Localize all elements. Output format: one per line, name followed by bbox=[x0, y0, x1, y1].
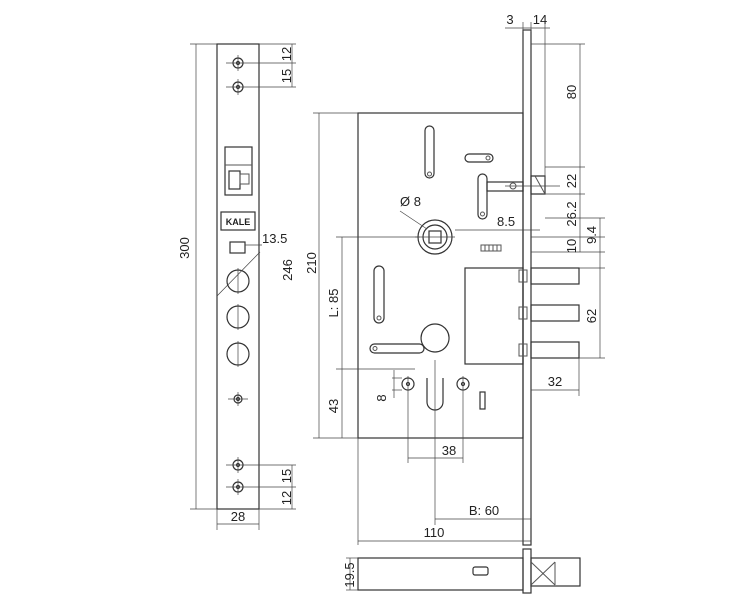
dim-case-height: 210 bbox=[304, 252, 319, 274]
faceplate-outline bbox=[216, 43, 260, 510]
dim-faceplate-length: 300 bbox=[177, 237, 192, 259]
small-slot-right bbox=[479, 391, 486, 410]
cylinder-screw-hole-right bbox=[456, 376, 470, 463]
bottom-small-slot bbox=[472, 566, 489, 576]
faceplate-screw-hole-top-2 bbox=[226, 79, 250, 95]
faceplate-screw-hole-top-1 bbox=[226, 55, 250, 71]
faceplate-dimensions: 300 246 12 15 15 12 28 13.5 bbox=[177, 43, 296, 530]
bottom-case-outline bbox=[357, 557, 524, 591]
dim-bolt-span: 62 bbox=[584, 309, 599, 323]
dim-latch-height: 26.2 bbox=[564, 201, 579, 226]
cylinder-cutout bbox=[420, 323, 450, 525]
dim-hole-span: 246 bbox=[280, 259, 295, 281]
lower-horizontal-slot bbox=[369, 343, 425, 354]
faceplate-latch-opening bbox=[224, 146, 253, 196]
dim-latch-offset: 13.5 bbox=[262, 231, 287, 246]
dim-faceplate-width: 28 bbox=[231, 509, 245, 524]
latch-lever-slot bbox=[477, 173, 488, 220]
lock-body-dimensions: 210 L: 85 43 8 38 B: 60 110 Ø 8 8.5 bbox=[304, 12, 605, 545]
dim-top-hole-2: 15 bbox=[279, 69, 294, 83]
faceplate-small-window bbox=[229, 241, 246, 254]
dim-spindle-diameter: Ø 8 bbox=[400, 194, 421, 209]
dim-backset: B: 60 bbox=[469, 503, 499, 518]
lock-case-outline bbox=[357, 112, 524, 439]
cylinder-screw-hole-left bbox=[401, 376, 415, 463]
lock-body bbox=[357, 29, 580, 546]
dim-spindle-to-cylinder: L: 85 bbox=[326, 289, 341, 318]
faceplate: KALE bbox=[216, 43, 260, 510]
dim-bolt-throw: 32 bbox=[548, 374, 562, 389]
dim-spindle-offset: 8.5 bbox=[497, 214, 515, 229]
spring-indicator bbox=[480, 244, 502, 252]
dim-top-to-latch: 80 bbox=[564, 85, 579, 99]
bolt-pin-1 bbox=[530, 267, 580, 285]
small-horizontal-slot bbox=[464, 153, 494, 163]
bottom-front-plate bbox=[522, 548, 532, 594]
bolt-carrier bbox=[464, 267, 524, 365]
top-slot bbox=[424, 125, 435, 179]
dim-case-width: 110 bbox=[424, 525, 445, 540]
bolt-pin-3 bbox=[530, 341, 580, 359]
deadbolt-stack bbox=[464, 267, 580, 365]
logo-text: KALE bbox=[226, 217, 251, 227]
dim-bottom-hole-1: 15 bbox=[279, 469, 294, 483]
dim-top-hole-1: 12 bbox=[279, 47, 294, 61]
faceplate-screw-hole-middle bbox=[228, 392, 248, 406]
bottom-view: 19.5 bbox=[342, 548, 581, 594]
dim-plate-thickness: 3 bbox=[506, 12, 513, 27]
faceplate-screw-hole-bottom-2 bbox=[226, 479, 250, 495]
kale-logo: KALE bbox=[220, 211, 256, 231]
lock-front-plate bbox=[522, 29, 532, 546]
dim-small-hole: 8 bbox=[374, 394, 389, 401]
dim-cylinder-spacing: 38 bbox=[442, 443, 456, 458]
dim-latch-gap: 22 bbox=[564, 174, 579, 188]
bolt-pin-2 bbox=[530, 304, 580, 322]
dim-bottom-thickness: 19.5 bbox=[342, 562, 357, 587]
dim-plate-overhang: 14 bbox=[533, 12, 547, 27]
faceplate-bolt-holes bbox=[226, 268, 250, 367]
lower-left-slot bbox=[373, 265, 385, 324]
bottom-bolt-projection bbox=[530, 557, 581, 587]
dim-bolt-offset: 9.4 bbox=[584, 226, 599, 244]
dim-bottom-hole-2: 12 bbox=[279, 491, 294, 505]
dim-cylinder-to-bottom: 43 bbox=[326, 399, 341, 413]
dim-bolt-gap: 10 bbox=[564, 239, 579, 253]
faceplate-screw-hole-bottom-1 bbox=[226, 457, 250, 473]
